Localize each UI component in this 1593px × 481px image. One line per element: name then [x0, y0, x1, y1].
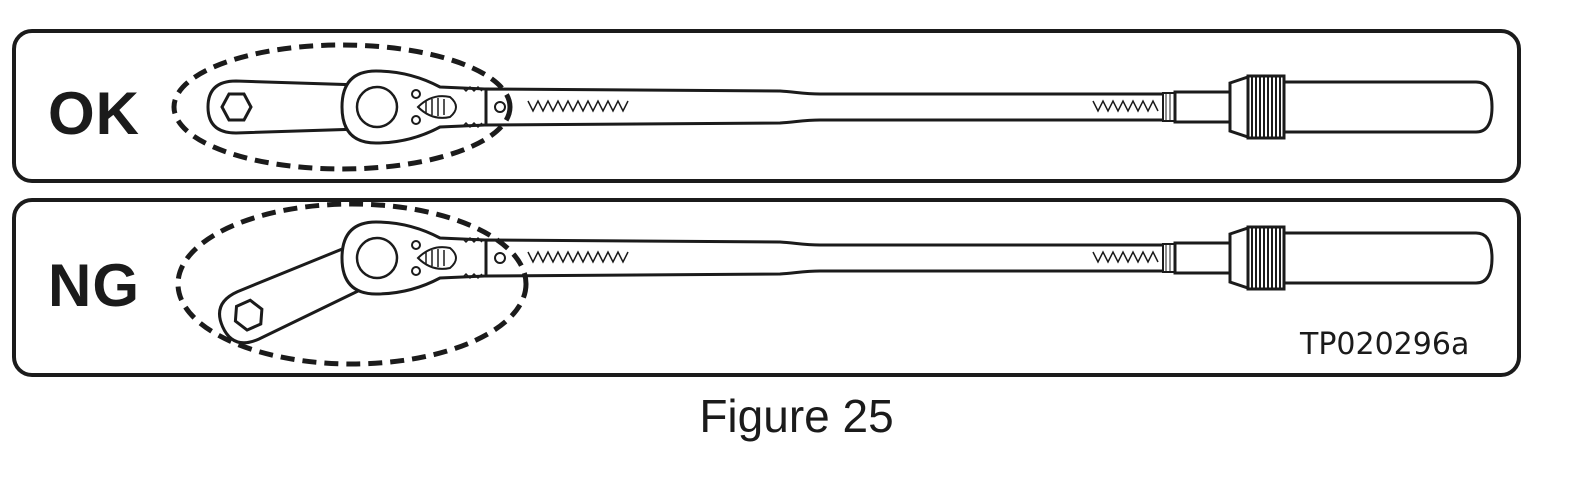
panel-ok [12, 29, 1521, 183]
panel-label-ng: NG [48, 252, 140, 319]
panel-label-ok: OK [48, 80, 140, 147]
focus-ellipse-ok [171, 42, 513, 172]
wrench-ok [171, 42, 1494, 172]
wrench-ng [175, 201, 1494, 367]
figure-caption: Figure 25 [699, 390, 894, 442]
focus-ellipse-ng [175, 201, 529, 367]
reference-code: TP020296a [1300, 327, 1470, 362]
panel-ng [12, 198, 1521, 377]
